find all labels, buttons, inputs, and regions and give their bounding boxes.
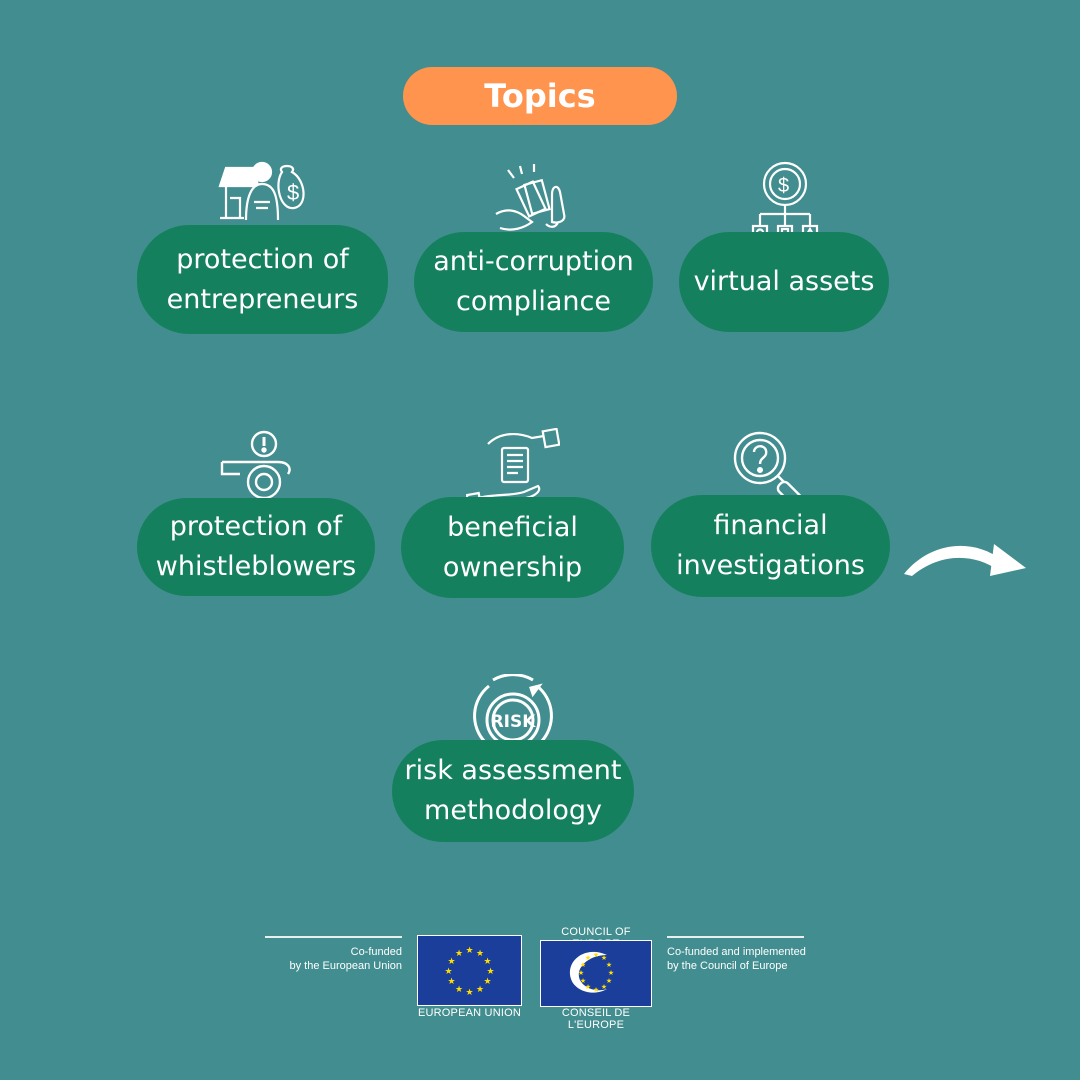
svg-text:★: ★ [593,986,599,994]
topic-pill-financial-investigations: financial investigations [651,495,890,597]
refuse-bribe-icon [495,164,566,231]
topic-label-line1: financial [713,510,828,541]
coe-divider [667,936,804,938]
topics-title-text: Topics [484,77,596,115]
svg-text:★: ★ [608,969,614,977]
topic-label-line2: whistleblowers [155,551,357,582]
svg-text:★: ★ [483,957,491,967]
eu-divider [265,936,402,938]
svg-text:★: ★ [447,977,455,987]
topic-label-line1: protection of [169,511,343,542]
topics-title: Topics [403,67,677,125]
topic-pill-virtual-assets: virtual assets [679,232,889,332]
document-hands-icon [466,428,560,510]
topic-label-line1: beneficial [447,511,578,543]
svg-text:★: ★ [465,988,473,998]
whistle-icon [220,430,291,500]
coe-caption-bottom: CONSEIL DE L'EUROPE [561,1007,631,1031]
svg-text:★: ★ [455,949,463,959]
svg-text:★: ★ [447,957,455,967]
crypto-network-icon: $ [751,161,819,241]
svg-text:★: ★ [465,946,473,956]
topic-pill-risk-assessment-methodology: risk assessment methodology [392,740,634,842]
svg-text:$: $ [287,180,299,205]
topic-label-line2: compliance [456,286,611,317]
topic-pill-beneficial-ownership: beneficial ownership [401,497,624,598]
topic-label-line2: investigations [676,550,865,581]
svg-text:★: ★ [455,985,463,995]
svg-text:★: ★ [444,967,452,977]
topic-label-line1: risk assessment [404,755,622,786]
svg-text:★: ★ [601,983,607,991]
risk-gauge-icon: RISK [473,674,553,748]
svg-text:★: ★ [606,961,612,969]
svg-text:★: ★ [593,951,599,959]
next-arrow-icon[interactable] [898,530,1032,580]
coe-emblem-icon: ★★★ ★★★ ★★★ ★★★ [569,951,614,994]
eu-caption: EUROPEAN UNION [417,1007,522,1019]
svg-text:★: ★ [578,969,584,977]
topic-label-line1: protection of [176,243,349,275]
svg-text:★: ★ [483,977,491,987]
svg-text:★: ★ [580,961,586,969]
svg-text:★: ★ [476,949,484,959]
svg-text:★: ★ [476,985,484,995]
coe-flag: ★★★ ★★★ ★★★ ★★★ [540,940,652,1007]
eu-stars-icon: ★★★ ★★★ ★★★ ★★★ [444,946,494,998]
coe-cofunded-note: Co-funded and implemented by the Council… [667,946,806,972]
topic-label-line2: ownership [442,551,583,583]
svg-text:★: ★ [601,954,607,962]
svg-text:★: ★ [580,977,586,985]
risk-icon-label: RISK [491,712,537,732]
eu-cofunded-note: Co-funded by the European Union [289,946,402,972]
svg-text:★: ★ [606,977,612,985]
svg-text:★: ★ [585,954,591,962]
eu-flag: ★★★ ★★★ ★★★ ★★★ [417,935,522,1006]
svg-text:★: ★ [585,983,591,991]
topic-pill-protection-of-entrepreneurs: protection of entrepreneurs [137,225,388,334]
topic-label-line1: virtual assets [693,266,875,297]
topic-label-line1: anti-corruption [433,246,634,277]
svg-text:$: $ [778,175,789,197]
topic-label-line2: methodology [424,795,602,826]
shop-owner-icon: $ [218,161,305,221]
svg-text:★: ★ [486,967,494,977]
topic-label-line2: entrepreneurs [166,283,359,315]
topic-pill-protection-of-whistleblowers: protection of whistleblowers [137,498,375,596]
topic-pill-anti-corruption-compliance: anti-corruption compliance [414,232,653,332]
